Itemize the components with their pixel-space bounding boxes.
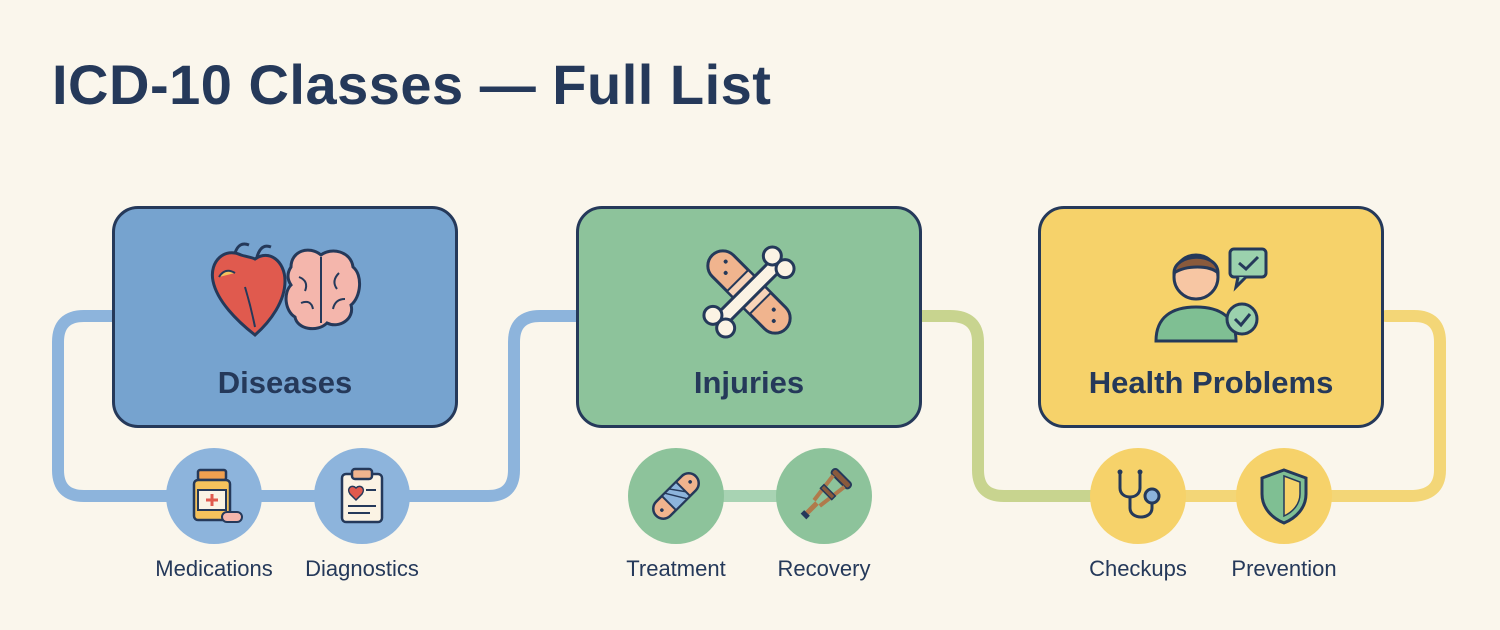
class-label-diseases: Diseases bbox=[217, 365, 353, 400]
subitem-node-recovery[interactable] bbox=[776, 448, 872, 544]
bandage-bone-icon bbox=[579, 237, 919, 347]
bandage-icon bbox=[652, 472, 700, 520]
subitem-label-diagnostics: Diagnostics bbox=[305, 556, 419, 581]
subitem-label-recovery: Recovery bbox=[777, 556, 871, 581]
subitem-node-medications[interactable] bbox=[166, 448, 262, 544]
shield-check-icon bbox=[1260, 468, 1308, 525]
class-card-injuries[interactable]: Injuries bbox=[576, 206, 922, 428]
subitem-node-treatment[interactable] bbox=[628, 448, 724, 544]
subitem-node-checkups[interactable] bbox=[1090, 448, 1186, 544]
subitem-node-diagnostics[interactable] bbox=[314, 448, 410, 544]
medicine-bottle-icon bbox=[192, 468, 243, 523]
class-card-health-problems[interactable]: Health Problems bbox=[1038, 206, 1384, 428]
class-label-health-problems: Health Problems bbox=[1088, 365, 1334, 400]
subitem-label-treatment: Treatment bbox=[626, 556, 726, 581]
connector-injuries-to-health bbox=[916, 310, 1098, 502]
subitem-node-prevention[interactable] bbox=[1236, 448, 1332, 544]
crutch-icon bbox=[800, 467, 853, 520]
heart-brain-icon bbox=[115, 237, 455, 347]
subitem-label-prevention: Prevention bbox=[1231, 556, 1337, 581]
page-title: ICD-10 Classes — Full List bbox=[52, 53, 772, 116]
subitem-label-medications: Medications bbox=[155, 556, 273, 581]
person-checkup-icon bbox=[1041, 237, 1381, 347]
clipboard-heart-icon bbox=[340, 467, 384, 524]
connector-health bbox=[1130, 310, 1446, 502]
stethoscope-icon bbox=[1117, 469, 1161, 519]
class-label-injuries: Injuries bbox=[693, 365, 805, 400]
subitem-label-checkups: Checkups bbox=[1089, 556, 1187, 581]
connector-diseases bbox=[52, 310, 584, 502]
class-card-diseases[interactable]: Diseases bbox=[112, 206, 458, 428]
